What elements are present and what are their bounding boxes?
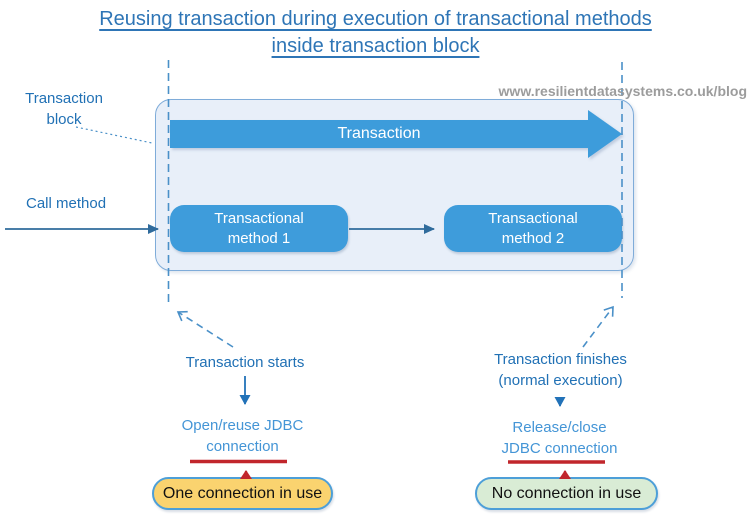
- method1-label-line1: Transactional: [214, 209, 304, 227]
- one-connection-status-text: One connection in use: [162, 484, 323, 502]
- transaction-finishes-dashed-arrow: [582, 305, 614, 348]
- transaction-finishes-label: Transaction finishes (normal execution): [468, 349, 653, 391]
- transaction-starts-dashed-arrow: [176, 310, 234, 348]
- watermark-url: www.resilientdatasystems.co.uk/blog: [498, 83, 747, 99]
- transaction-block-label: Transaction block: [25, 90, 103, 128]
- open-reuse-line1: Open/reuse JDBC: [181, 417, 304, 434]
- call-method-label: Call method: [26, 195, 107, 212]
- one-connection-status-pill: One connection in use: [152, 477, 333, 510]
- transaction-arrow-label: Transaction: [337, 125, 421, 142]
- open-reuse-line2: connection: [206, 438, 279, 455]
- transactional-method-2-box: Transactional method 2: [444, 205, 622, 252]
- release-close-line1: Release/close: [512, 419, 607, 436]
- transaction-starts-label: Transaction starts: [185, 354, 305, 371]
- method2-label-line2: method 2: [501, 229, 565, 247]
- no-connection-status-pill: No connection in use: [475, 477, 658, 510]
- transaction-finishes-line2: (normal execution): [498, 372, 623, 389]
- transactional-method-1-box: Transactional method 1: [170, 205, 348, 252]
- no-connection-status-text: No connection in use: [491, 484, 642, 502]
- transaction-finishes-line1: Transaction finishes: [494, 351, 627, 368]
- method2-label-line1: Transactional: [488, 209, 578, 227]
- page-title: Reusing transaction during execution of …: [0, 6, 751, 60]
- release-close-jdbc-label: Release/close JDBC connection: [472, 417, 647, 459]
- open-reuse-jdbc-label: Open/reuse JDBC connection: [155, 415, 330, 457]
- release-close-line2: JDBC connection: [501, 440, 618, 457]
- method1-label-line2: method 1: [227, 229, 291, 247]
- page-title-line1: Reusing transaction during execution of …: [99, 8, 652, 30]
- page-title-line2: inside transaction block: [271, 35, 480, 57]
